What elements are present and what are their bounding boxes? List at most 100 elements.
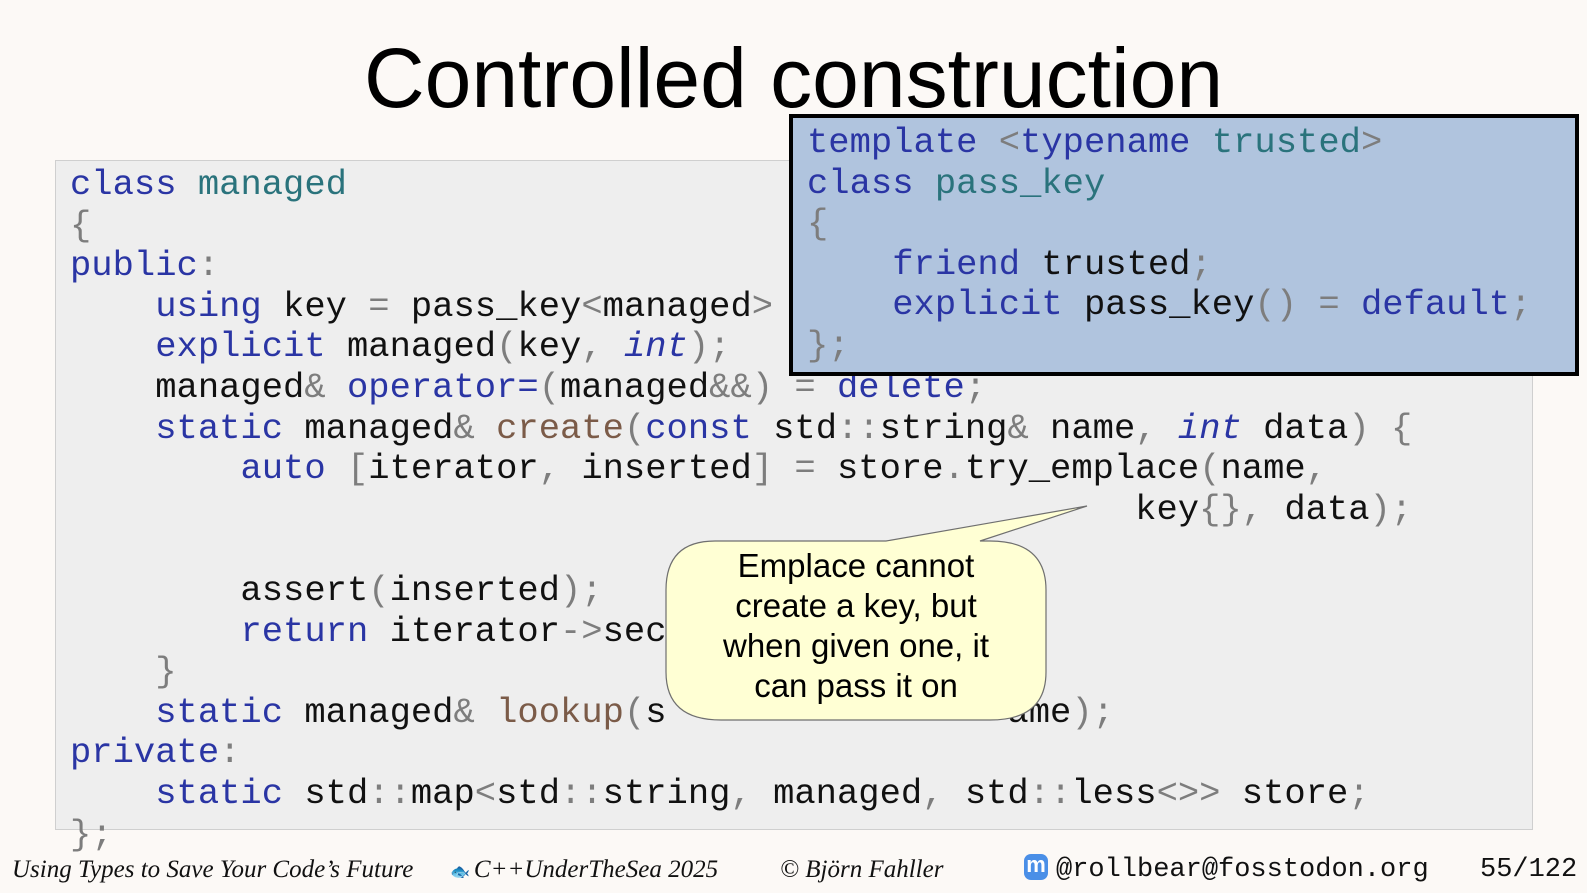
code-token: key xyxy=(517,326,582,368)
code-token: < xyxy=(998,122,1021,163)
code-token: std xyxy=(751,407,837,449)
code-token: managed xyxy=(602,285,752,327)
code-token: :: xyxy=(837,407,880,449)
code-token: , xyxy=(1305,448,1328,490)
code-token: create xyxy=(496,407,624,449)
code-line: explicit pass_key() = default; xyxy=(807,285,1531,326)
code-token: } xyxy=(155,651,177,693)
code-token: ; xyxy=(964,366,987,408)
code-token: ( xyxy=(1199,448,1221,490)
code-token: && xyxy=(709,366,752,408)
code-token: string xyxy=(879,407,1008,449)
code-token: explicit xyxy=(155,326,326,368)
code-token: operator= xyxy=(346,366,539,408)
code-token: data xyxy=(1284,488,1370,530)
footer-event-label: C++UnderTheSea 2025 xyxy=(473,856,719,883)
code-token: : xyxy=(219,732,241,774)
code-token: ; xyxy=(1348,772,1370,814)
code-token xyxy=(977,122,998,163)
code-line: { xyxy=(70,204,1412,247)
code-line: explicit managed(key, int); xyxy=(70,327,1412,368)
code-token: iterator xyxy=(368,610,560,652)
code-token: inserted xyxy=(581,448,752,490)
code-line: key{}, data); xyxy=(70,488,1413,531)
code-token: managed xyxy=(325,326,497,368)
footer-author: © Björn Fahller xyxy=(780,856,944,883)
code-token: managed xyxy=(283,691,454,733)
code-token xyxy=(914,163,935,204)
conference-logo-icon: 🐟 xyxy=(450,864,470,881)
code-token: key xyxy=(70,488,1200,530)
code-token xyxy=(1297,284,1318,325)
code-token: & xyxy=(1007,407,1029,449)
code-line: }; xyxy=(807,324,1531,367)
code-popup: template <typename trusted>class pass_ke… xyxy=(807,122,1531,367)
code-token: <>> xyxy=(1156,772,1221,814)
code-token: managed xyxy=(70,366,305,408)
code-token: static xyxy=(155,407,284,449)
code-token: assert xyxy=(70,569,369,611)
code-token: private xyxy=(70,732,220,774)
code-token: store xyxy=(815,448,944,490)
code-token: ); xyxy=(1369,488,1413,530)
code-token: s xyxy=(645,691,667,733)
code-token: trusted xyxy=(1211,122,1361,163)
code-token: return xyxy=(240,610,369,652)
pass-key-popup: template <typename trusted>class pass_ke… xyxy=(789,114,1579,376)
code-line: managed& operator=(managed&&) = delete; xyxy=(70,366,1412,409)
code-token: store xyxy=(1220,772,1349,814)
code-line: class managed xyxy=(70,164,1412,206)
code-token: map xyxy=(410,772,475,814)
footer-social[interactable]: @rollbear@fosstodon.org xyxy=(1024,847,1429,888)
code-token: = xyxy=(794,448,816,490)
code-token: }; xyxy=(807,324,850,366)
code-token: : xyxy=(197,245,220,287)
code-token: -> xyxy=(560,610,603,652)
footer-handle[interactable]: @rollbear@fosstodon.org xyxy=(1056,855,1429,885)
code-token: managed xyxy=(197,164,347,205)
code-token: pass_key xyxy=(389,285,582,327)
code-token: string xyxy=(602,772,731,814)
code-token: static xyxy=(155,772,284,814)
code-line: }; xyxy=(70,813,1412,856)
code-line: friend trusted; xyxy=(807,243,1531,286)
code-token: & xyxy=(453,407,475,449)
code-token: explicit xyxy=(892,284,1063,326)
code-token: = xyxy=(368,285,390,327)
code-token: < xyxy=(474,772,497,814)
code-token: typename xyxy=(1020,122,1191,163)
code-line: } xyxy=(70,651,1412,693)
code-main: class managed{public: using key = pass_k… xyxy=(70,164,1413,856)
code-token: pass_key xyxy=(934,162,1106,204)
code-token: ; xyxy=(1190,243,1212,285)
code-token: ( xyxy=(623,691,646,733)
code-token: { xyxy=(70,204,92,246)
code-line: auto [iterator, inserted] = store.try_em… xyxy=(70,448,1412,490)
code-token: ); xyxy=(687,326,731,368)
code-line: static managed& create(const std::string… xyxy=(70,407,1412,450)
code-line: { xyxy=(807,203,1531,245)
code-token: lookup xyxy=(496,691,624,733)
code-token: std xyxy=(496,772,561,814)
code-token: ( xyxy=(368,569,390,611)
code-token: ); xyxy=(1071,691,1114,733)
code-token: template xyxy=(807,122,978,163)
code-line: private: xyxy=(70,733,1412,774)
code-token: }; xyxy=(70,813,113,855)
code-token: default xyxy=(1360,284,1511,326)
code-token: :: xyxy=(368,772,411,814)
code-token: = xyxy=(794,366,816,408)
code-token: , xyxy=(581,326,624,368)
code-token xyxy=(1191,122,1212,163)
code-token: & xyxy=(304,366,326,408)
code-token: < xyxy=(581,285,603,327)
code-token: , xyxy=(538,448,582,490)
code-token: try_emplace xyxy=(964,448,1200,490)
code-token: using xyxy=(155,285,262,327)
code-token: less xyxy=(1071,772,1157,814)
code-token: & xyxy=(453,691,475,733)
code-token: inserted xyxy=(389,569,560,611)
code-token: key xyxy=(261,285,369,327)
code-token: , xyxy=(730,772,774,814)
code-token: , xyxy=(922,772,965,814)
